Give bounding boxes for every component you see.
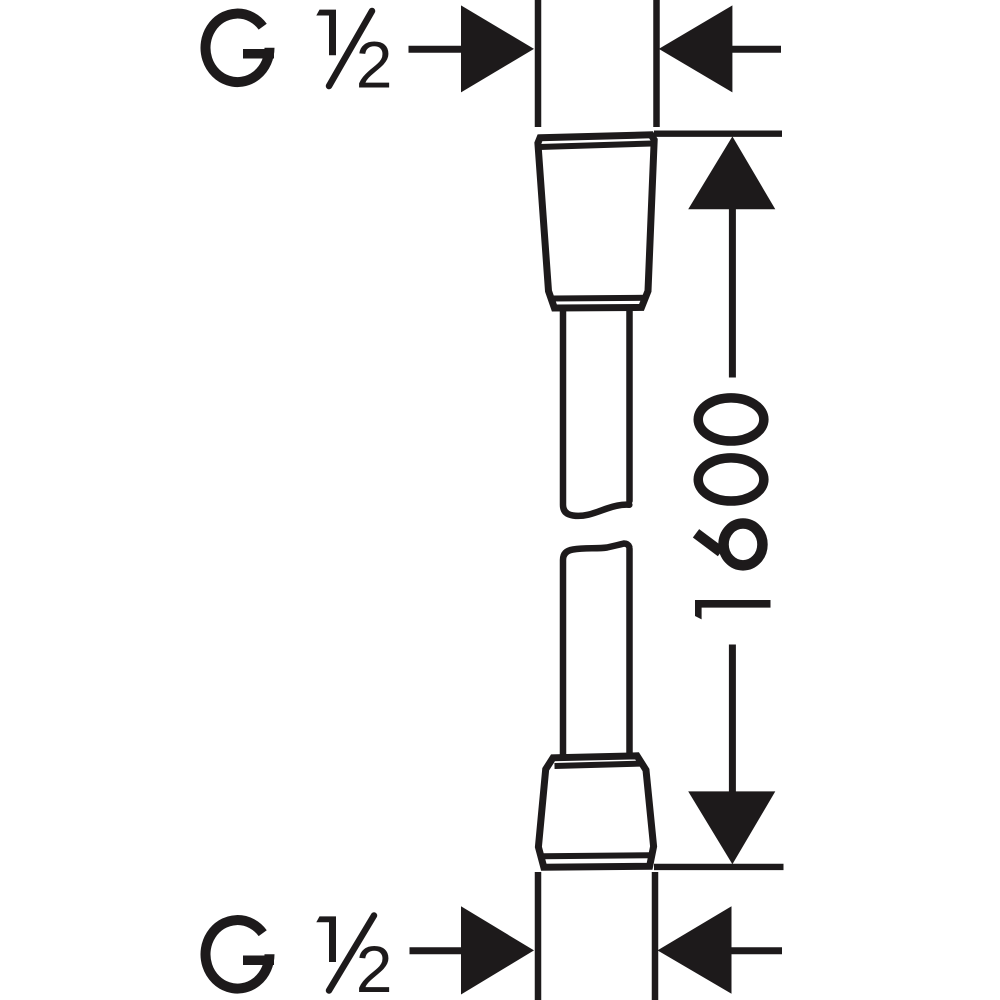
svg-text:2: 2	[356, 28, 393, 102]
svg-text:2: 2	[356, 932, 393, 1000]
